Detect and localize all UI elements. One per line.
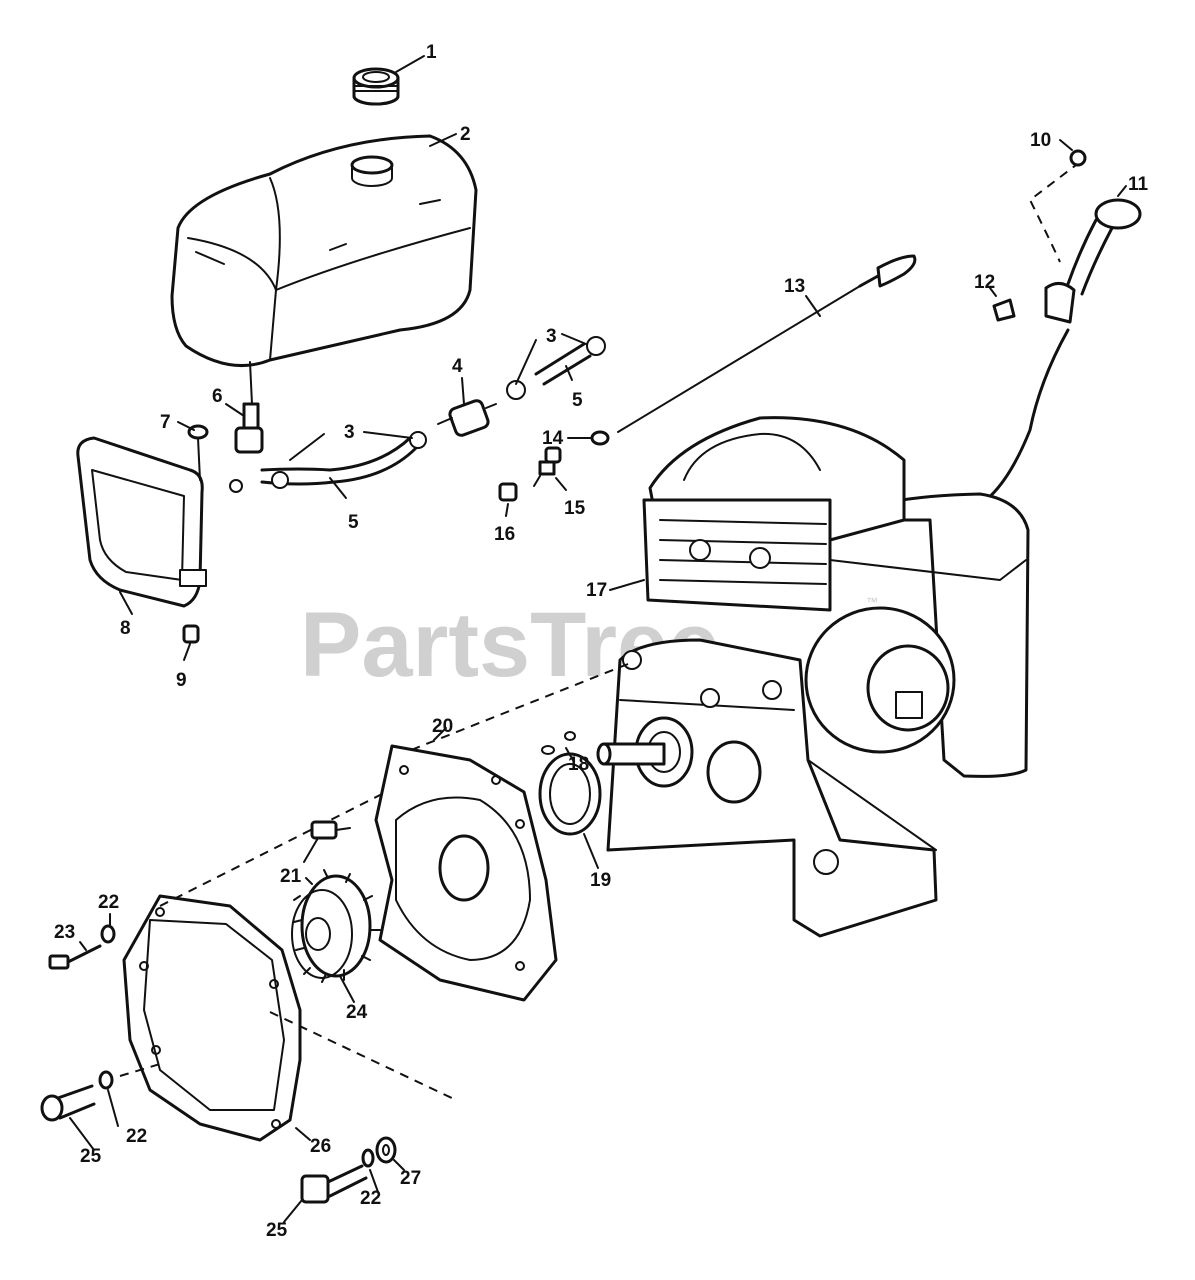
part-bolt-23[interactable] [48,944,102,970]
callout-5a: 5 [572,390,583,411]
callout-3b: 3 [344,422,355,443]
alignment-lines [119,663,629,1101]
callout-9: 9 [176,670,187,691]
callout-15: 15 [564,498,586,519]
part-bolt-25a[interactable] [40,1084,96,1122]
part-screw-10[interactable] [1069,149,1087,167]
part-screw-15[interactable] [533,460,556,487]
callout-8: 8 [120,618,131,639]
callout-21: 21 [280,866,302,887]
part-bolt-25b[interactable] [300,1164,368,1204]
callout-6: 6 [212,386,223,407]
callout-22b: 22 [126,1126,147,1147]
callout-1: 1 [426,42,437,63]
part-washer[interactable] [590,430,610,446]
callout-2: 2 [460,124,471,145]
callout-14: 14 [542,428,564,449]
part-throttle-cable[interactable] [617,254,917,433]
callout-17: 17 [586,580,607,601]
callout-19: 19 [590,870,611,891]
callout-20: 20 [432,716,453,737]
part-clip-12[interactable] [992,298,1016,322]
part-lockwasher-22c[interactable] [361,1148,375,1168]
callout-23: 23 [54,922,75,943]
callout-25b: 25 [266,1220,288,1241]
callout-24: 24 [346,1002,368,1023]
part-keys[interactable] [541,731,576,755]
part-fuel-filter[interactable] [437,399,497,437]
callout-22a: 22 [98,892,119,913]
part-nut-16[interactable] [498,482,518,502]
part-gasket[interactable] [122,894,302,1142]
part-strap-nut[interactable] [182,624,200,644]
callout-22c: 22 [360,1188,381,1209]
callout-16: 16 [494,524,515,545]
callout-27: 27 [400,1168,421,1189]
callout-13: 13 [784,276,805,297]
part-fuel-cap[interactable] [352,67,400,106]
callout-25a: 25 [80,1146,102,1167]
part-tank-strap[interactable] [76,436,207,608]
callout-18: 18 [568,754,589,775]
part-nut-14[interactable] [544,446,562,464]
callout-5b: 5 [348,512,359,533]
part-lockwasher-22b[interactable] [98,1070,114,1090]
part-fuel-hose-lower[interactable] [260,431,427,489]
part-lockwasher-22a[interactable] [100,924,116,944]
leader-lines [69,55,1127,1223]
part-washer-27[interactable] [375,1136,397,1164]
part-gear[interactable] [291,869,381,983]
callout-10: 10 [1030,130,1051,151]
callout-12: 12 [974,272,995,293]
part-screw-21[interactable] [310,820,351,840]
callout-4: 4 [452,356,463,377]
part-engine[interactable] [596,416,1030,938]
callout-labels: 1 2 3 3 4 5 5 6 7 8 9 10 11 12 13 14 15 … [54,42,1149,1241]
callout-26: 26 [310,1136,331,1157]
part-shutoff-valve[interactable] [229,361,264,493]
callout-3a: 3 [546,326,557,347]
part-control-lever[interactable] [984,161,1142,502]
callout-11: 11 [1128,174,1149,195]
callout-7: 7 [160,412,171,433]
part-mounting-plate[interactable] [374,744,558,1002]
part-fuel-tank[interactable] [170,134,478,367]
watermark-trademark: ™ [866,595,878,609]
